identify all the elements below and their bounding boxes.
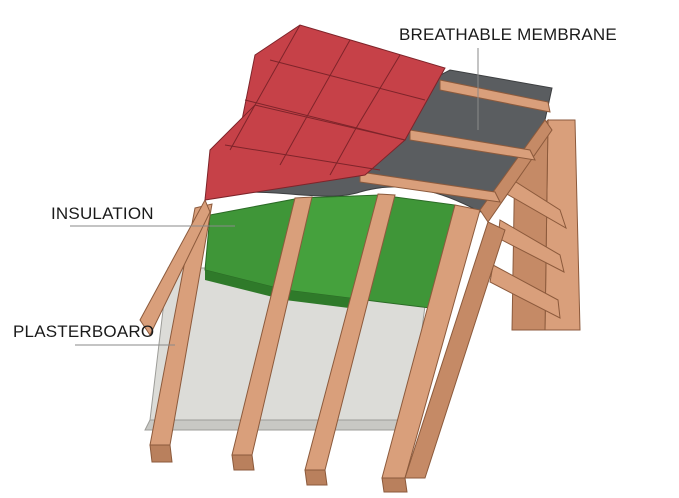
roof-tiles xyxy=(204,24,446,201)
breathable-membrane-label: BREATHABLE MEMBRANE xyxy=(399,25,617,44)
plasterboard-underside xyxy=(144,419,411,431)
rafters xyxy=(139,119,553,493)
leader-lines xyxy=(70,48,479,346)
plasterboard-label: PLASTERBOARO xyxy=(13,322,155,341)
insulation-layer xyxy=(204,194,456,310)
battens xyxy=(359,79,551,203)
insulation-label: INSULATION xyxy=(51,204,154,223)
